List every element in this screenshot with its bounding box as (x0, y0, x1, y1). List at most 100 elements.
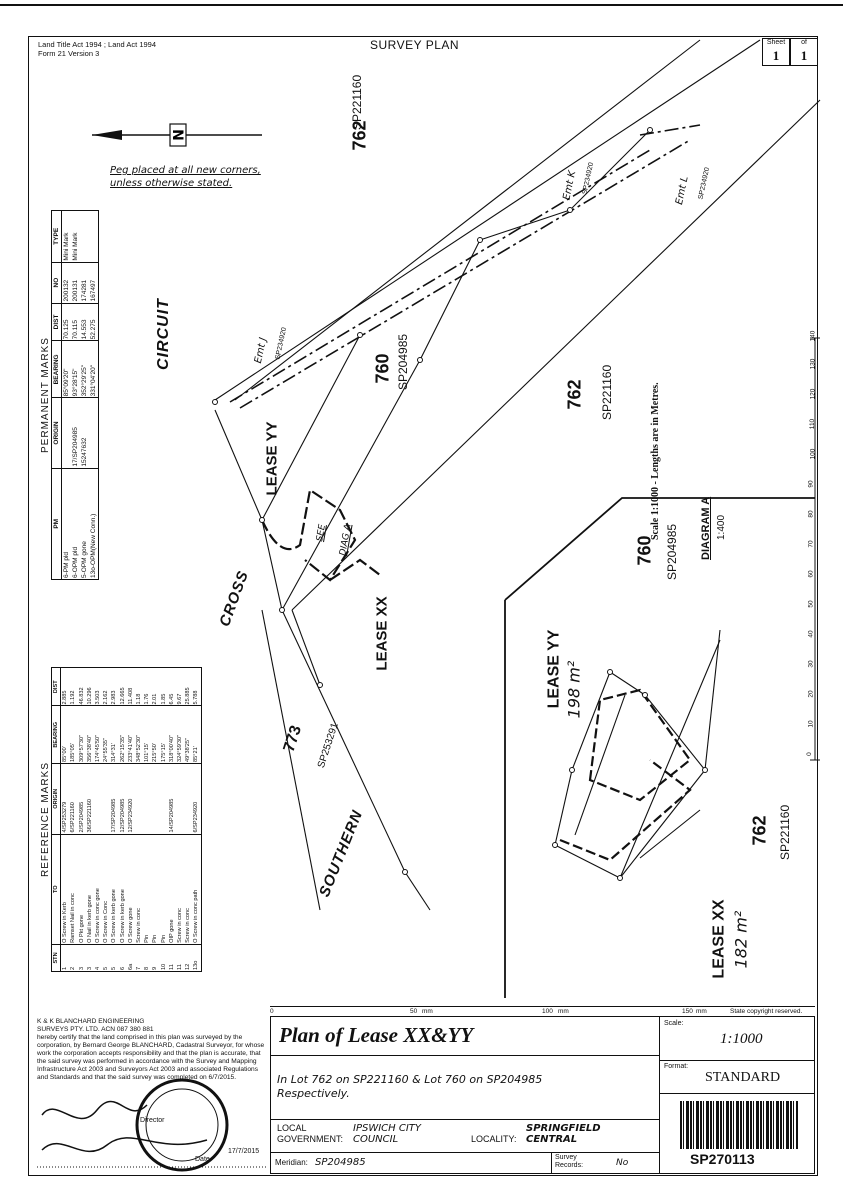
tick-30: 30 (807, 660, 815, 668)
reference-marks-title: REFERENCE MARKS (40, 762, 51, 878)
table-row: 6-OPM pld 17/SP204985 93°28'15" 70.115 2… (71, 210, 80, 580)
scale-50: 50 (410, 1008, 418, 1015)
cell: 17/SP204985 (71, 397, 80, 469)
cell: 9.67 (176, 667, 185, 706)
surveyor-certification: K & K BLANCHARD ENGINEERING SURVEYS PTY.… (37, 1018, 267, 1082)
cell: 215°50' (151, 705, 160, 764)
cell: 348°52'30" (135, 705, 144, 764)
cell: 10.296 (85, 667, 95, 706)
cell: O Screw in conc gone (94, 834, 103, 945)
format-value: STANDARD (705, 1070, 781, 1085)
lot-760-main: 760 (372, 353, 393, 384)
firm-name-1: K & K BLANCHARD ENGINEERING (37, 1018, 145, 1025)
permanent-marks-title: PERMANENT MARKS (40, 337, 51, 453)
sp-760-diagram: SP204985 (665, 523, 679, 580)
plan-frame (28, 36, 818, 1176)
pm-col-dist: DIST (51, 303, 62, 341)
cell: 10 (159, 944, 168, 972)
cell: O Screw in kerb gone (110, 834, 119, 945)
peg-note-line-1: Peg placed at all new corners, (110, 165, 261, 176)
scale-zero: 0 (270, 1008, 274, 1015)
survey-plan-title: SURVEY PLAN (370, 38, 460, 52)
lease-yy-diagram: LEASE YY (545, 629, 563, 709)
cell: 2.01 (151, 667, 160, 706)
lease-yy-area: 198 m² (564, 660, 584, 719)
signature-seal-icon (37, 1078, 267, 1172)
tick-60: 60 (807, 570, 815, 578)
tick-50: 50 (807, 600, 815, 608)
cell: Mini Mark (61, 210, 71, 263)
permanent-marks-grid: PM ORIGIN BEARING DIST NO TYPE 6-PM pld … (51, 210, 99, 580)
cell: 5.788 (192, 667, 202, 706)
cell: 5 (102, 944, 111, 972)
cell: Screw in conc (176, 834, 185, 945)
cell: 1.85 (159, 667, 168, 706)
pm-col-bearing: BEARING (51, 340, 62, 398)
cell: 7 (135, 944, 144, 972)
scale-box: Scale: 1:1000 (659, 1016, 815, 1061)
cell: 52.275 (89, 303, 99, 341)
cell: 233°41'40" (126, 705, 136, 764)
tick-110: 110 (809, 418, 817, 430)
diagram-a-title: DIAGRAM A (700, 496, 712, 560)
cell: 6-OPM pld (71, 468, 80, 580)
cell: 101°15' (143, 705, 152, 764)
rm-col-to: TO (51, 834, 61, 945)
cell (143, 763, 152, 835)
north-arrow-icon: N (92, 123, 262, 147)
date-value: 17/7/2015 (228, 1148, 260, 1155)
cell (80, 210, 89, 263)
barcode-icon (680, 1101, 798, 1149)
cell: 3 (85, 944, 95, 972)
cell: 1.18 (135, 667, 144, 706)
sheet-label: Sheet (766, 39, 786, 46)
cell: 6/SP221160 (69, 763, 78, 835)
cell: 2.162 (102, 667, 111, 706)
cell (89, 397, 99, 469)
plan-number-box: SP270113 (659, 1093, 815, 1174)
cell: 318°00'40" (167, 705, 177, 764)
cell (61, 397, 71, 469)
cell: 167497 (89, 262, 99, 304)
description-box: In Lot 762 on SP221160 & Lot 760 on SP20… (270, 1055, 660, 1120)
plan-description: In Lot 762 on SP221160 & Lot 760 on SP20… (277, 1073, 543, 1100)
cell (102, 763, 111, 835)
pm-col-type: TYPE (51, 210, 62, 263)
of-value: 1 (800, 48, 808, 63)
lease-xx-diagram: LEASE XX (710, 899, 728, 979)
meridian-divider (551, 1152, 552, 1173)
scale-100: 100 (542, 1008, 553, 1015)
cell: 1 (60, 944, 70, 972)
scale-strip: 0 50 mm 100 mm 150 mm State copyright re… (270, 1006, 815, 1017)
local-gov-label: LOCAL GOVERNMENT: (277, 1123, 344, 1144)
locality-value: SPRINGFIELD CENTRAL (526, 1123, 601, 1145)
cell: 13o (192, 944, 202, 972)
cell: 6-PM pld (61, 468, 71, 580)
cell: 2.983 (110, 667, 119, 706)
cell: 309°57'30" (77, 705, 86, 764)
tick-40: 40 (807, 630, 815, 638)
act-line-1: Land Title Act 1994 ; Land Act 1994 (38, 40, 157, 49)
road-circuit: CIRCUIT (154, 298, 172, 370)
tick-0: 0 (805, 752, 813, 756)
cell: 3.503 (94, 667, 103, 706)
cell (159, 763, 168, 835)
meridian-value: SP204985 (315, 1157, 366, 1168)
table-row: 13o-OPM(New Conn.) 331°04'20" 52.275 167… (89, 210, 99, 580)
act-reference: Land Title Act 1994 ; Land Act 1994 Form… (38, 40, 156, 58)
sheet-value: 1 (772, 48, 780, 63)
cell: 70.125 (61, 303, 71, 341)
cell (184, 763, 193, 835)
cell: 185°05' (69, 705, 78, 764)
cell: 14.553 (80, 303, 89, 341)
cell: 6.45 (167, 667, 177, 706)
cell: O Screw gone (126, 834, 136, 945)
tick-140: 140 (809, 330, 817, 342)
lot-762-mid: 762 (564, 379, 585, 410)
cell: 174°45'50" (94, 705, 103, 764)
cell: 85°09'20" (61, 340, 71, 398)
